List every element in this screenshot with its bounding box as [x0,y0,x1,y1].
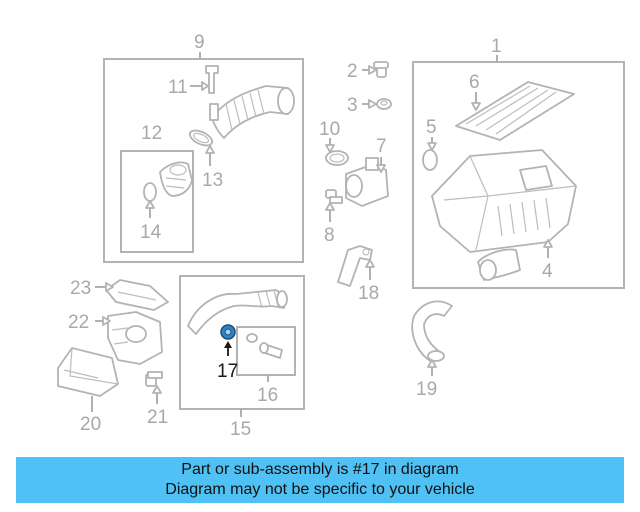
callout-1: 1 [491,36,502,57]
part-16-bolts [246,333,283,359]
callout-2: 2 [347,61,358,82]
arrow-2 [368,65,377,75]
part-12-adapter [159,161,193,197]
callout-20: 20 [80,414,101,435]
info-banner: Part or sub-assembly is #17 in diagram D… [16,457,624,503]
callout-16: 16 [257,385,278,406]
arrow-14 [145,200,155,209]
callout-10: 10 [319,119,340,140]
callout-9: 9 [194,32,205,53]
part-22-resonator [107,311,163,365]
part-4-airbox [431,149,577,281]
arrow-6 [471,102,481,111]
part-15-hose [187,289,288,335]
callout-13: 13 [202,170,223,191]
arrow-7 [376,164,386,173]
part-6-filter [455,81,575,141]
group-box-9 [103,58,304,263]
callout-21: 21 [147,407,168,428]
part-10-clamp [325,150,349,166]
callout-4: 4 [542,261,553,282]
part-8-screw [325,189,343,204]
arrow-8 [325,202,335,211]
callout-14: 14 [140,222,162,243]
part-17-grommet [220,324,236,340]
callout-6: 6 [469,72,480,93]
callout-7: 7 [376,136,387,157]
arrow-22 [102,316,111,326]
callout-3: 3 [347,95,358,116]
group-box-15 [179,275,305,410]
arrow-4 [543,239,553,248]
arrow-17 [224,341,232,348]
callout-15: 15 [230,419,251,440]
callout-22: 22 [68,312,89,333]
callout-8: 8 [324,225,335,246]
part-2-bolt [373,61,389,78]
part-23-cover [105,279,169,311]
callout-12: 12 [141,123,162,144]
part-19-hose [411,300,453,363]
group-box-1 [412,61,625,289]
part-21-bolt [145,371,163,387]
callout-19: 19 [416,379,437,400]
arrow-23 [105,282,114,292]
part-11-clip [205,65,219,94]
callout-5: 5 [426,117,437,138]
arrow-11 [201,81,209,91]
arrow-10 [325,144,335,153]
part-14-oring [143,182,157,202]
arrow-3 [368,99,377,109]
group-box-16 [236,326,296,376]
banner-line-2: Diagram may not be specific to your vehi… [165,481,475,498]
callout-23: 23 [70,278,91,299]
callout-17: 17 [217,361,238,382]
callout-18: 18 [358,283,379,304]
arrow-18 [365,259,375,268]
part-5-seal [422,149,438,171]
callout-11: 11 [168,77,188,98]
arrow-21 [152,385,162,394]
arrow-13 [205,145,215,154]
banner-line-1: Part or sub-assembly is #17 in diagram [181,461,459,478]
part-intake-duct [209,85,295,139]
part-7-sensor [345,157,389,207]
arrow-19 [427,359,437,368]
part-18-bracket [337,245,373,287]
arrow-5 [427,142,437,151]
parts-diagram: 9 11 12 13 14 2 3 10 7 8 18 1 6 5 4 19 2… [57,32,625,440]
part-3-grommet [376,98,392,110]
part-20-inlet [57,347,119,397]
part-13-clamp [188,129,214,147]
group-box-12 [120,150,194,253]
